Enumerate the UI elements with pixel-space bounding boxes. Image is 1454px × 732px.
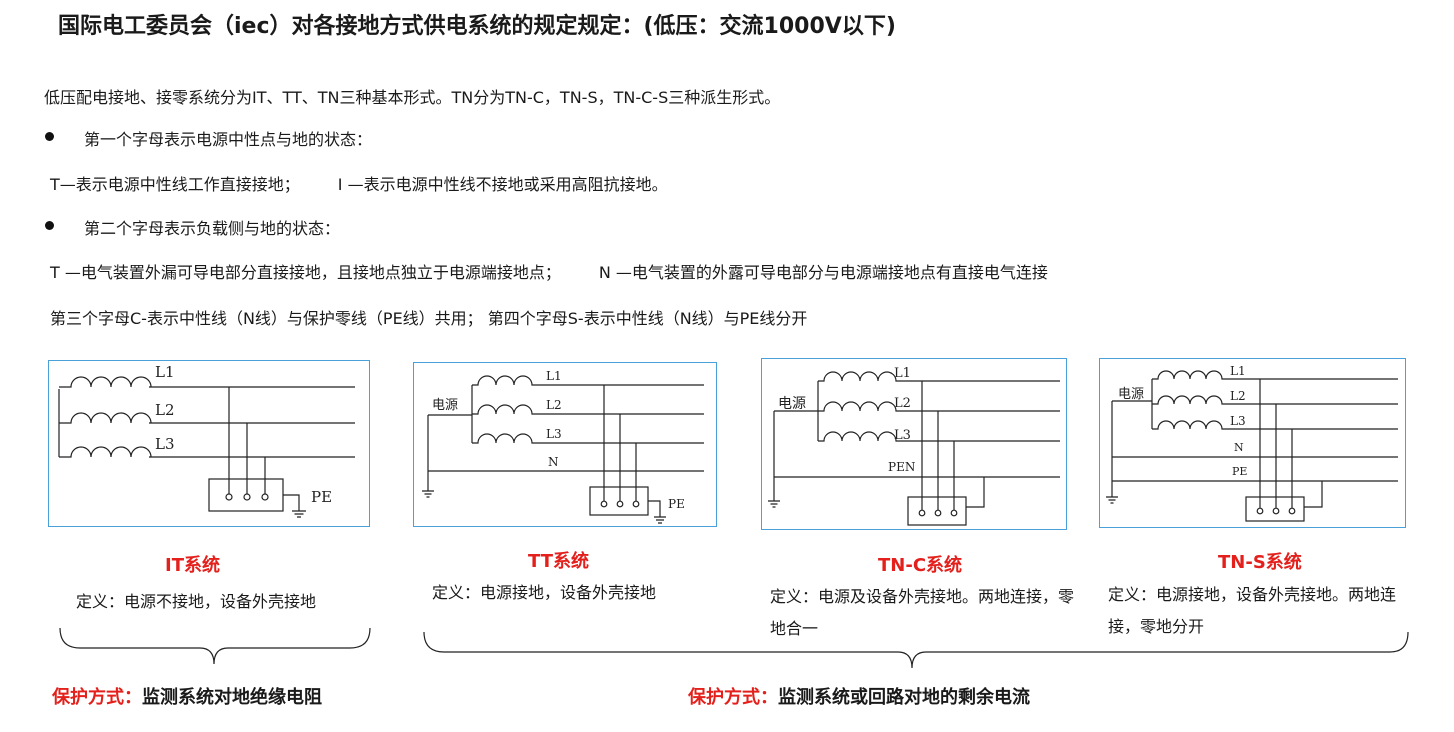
- pe-label: PE: [311, 488, 332, 506]
- l3-label: L3: [1230, 414, 1246, 428]
- it-wiring-svg: L1 L2 L3 PE: [58, 363, 355, 518]
- it-definition: 定义：电源不接地，设备外壳接地: [76, 592, 317, 611]
- intro-text: 低压配电接地、接零系统分为IT、TT、TN三种基本形式。TN分为TN-C，TN-…: [44, 88, 781, 107]
- tt-wiring-svg: 电源 L1 L2 L3 N PE: [422, 369, 704, 524]
- second-letter-descriptions: T —电气装置外漏可导电部分直接接地，且接地点独立于电源端接地点； N —电气装置…: [50, 259, 1048, 283]
- l2-label: L2: [546, 398, 562, 412]
- right-brace: [423, 631, 1409, 669]
- tn-c-system-title: TN-C系统: [878, 555, 963, 576]
- l2-label: L2: [155, 401, 175, 419]
- tn-s-system-diagram: 电源 L1 L2 L3 N PE: [1099, 358, 1406, 528]
- pe-label: PE: [1232, 465, 1247, 478]
- source-label: 电源: [778, 396, 806, 412]
- tt-definition: 定义：电源接地，设备外壳接地: [432, 583, 657, 602]
- protection-label: 保护方式：: [688, 687, 778, 708]
- left-brace: [59, 627, 371, 665]
- l3-label: L3: [894, 428, 911, 443]
- first-letter-t-desc: T—表示电源中性线工作直接接地；: [50, 175, 300, 194]
- protection-text: 监测系统对地绝缘电阻: [142, 687, 322, 708]
- l1-label: L1: [894, 366, 911, 381]
- first-letter-heading: 第一个字母表示电源中性点与地的状态：: [84, 130, 373, 149]
- source-label: 电源: [432, 398, 458, 413]
- tn-c-system-diagram: 电源 L1 L2 L3 PEN: [761, 358, 1067, 530]
- l1-label: L1: [155, 363, 175, 381]
- l2-label: L2: [894, 396, 911, 411]
- it-system-diagram: L1 L2 L3 PE: [48, 360, 370, 527]
- n-label: N: [548, 455, 559, 469]
- second-letter-n-desc: N —电气装置的外露可导电部分与电源端接地点有直接电气连接: [598, 263, 1048, 282]
- tt-tn-protection: 保护方式：监测系统或回路对地的剩余电流: [688, 683, 1030, 709]
- pe-label: PE: [668, 497, 685, 511]
- bullet-icon: [45, 132, 54, 141]
- tn-c-wiring-svg: 电源 L1 L2 L3 PEN: [768, 366, 1060, 526]
- bullet-icon: [45, 221, 54, 230]
- tn-s-system-title: TN-S系统: [1218, 552, 1302, 573]
- first-letter-descriptions: T—表示电源中性线工作直接接地； I —表示电源中性线不接地或采用高阻抗接地。: [50, 171, 668, 195]
- l2-label: L2: [1230, 389, 1246, 403]
- source-label: 电源: [1118, 387, 1144, 402]
- l1-label: L1: [1230, 364, 1246, 378]
- l3-label: L3: [546, 427, 562, 441]
- tn-s-wiring-svg: 电源 L1 L2 L3 N PE: [1106, 364, 1398, 522]
- protection-text: 监测系统或回路对地的剩余电流: [778, 687, 1030, 708]
- first-letter-i-desc: I —表示电源中性线不接地或采用高阻抗接地。: [337, 175, 668, 194]
- tt-system-title: TT系统: [528, 551, 589, 572]
- third-fourth-letter-text: 第三个字母C-表示中性线（N线）与保护零线（PE线）共用； 第四个字母S-表示中…: [50, 309, 808, 328]
- pen-label: PEN: [888, 460, 915, 474]
- second-letter-heading: 第二个字母表示负载侧与地的状态：: [84, 219, 341, 238]
- l1-label: L1: [546, 369, 562, 383]
- it-protection: 保护方式：监测系统对地绝缘电阻: [52, 683, 322, 709]
- tt-system-diagram: 电源 L1 L2 L3 N PE: [413, 362, 717, 527]
- tn-s-definition: 定义：电源接地，设备外壳接地。两地连接，零地分开: [1108, 585, 1397, 636]
- second-letter-t-desc: T —电气装置外漏可导电部分直接接地，且接地点独立于电源端接地点；: [50, 263, 561, 282]
- tn-c-definition: 定义：电源及设备外壳接地。两地连接，零地合一: [770, 587, 1075, 638]
- page-title: 国际电工委员会（iec）对各接地方式供电系统的规定规定：(低压：交流1000V以…: [58, 14, 896, 39]
- protection-label: 保护方式：: [52, 687, 142, 708]
- l3-label: L3: [155, 435, 175, 453]
- it-system-title: IT系统: [165, 555, 220, 576]
- n-label: N: [1234, 441, 1244, 454]
